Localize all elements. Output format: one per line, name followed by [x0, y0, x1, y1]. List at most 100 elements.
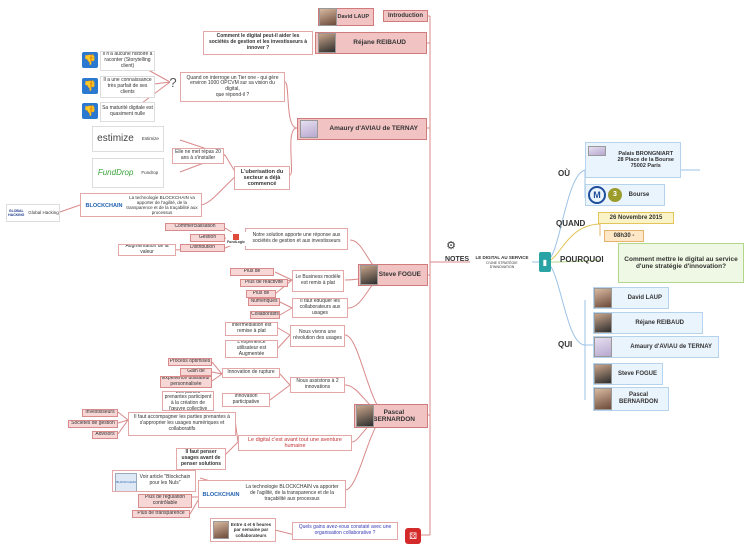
branch-pourquoi[interactable]: POURQUOI: [560, 255, 604, 265]
steve-business[interactable]: Le Business modèle est remis à plat: [292, 270, 344, 292]
amaury-blockchain[interactable]: BLOCKCHAIN La technologie BLOCKCHAIN va …: [80, 193, 202, 217]
pascal-participative[interactable]: Innovation participative: [222, 393, 270, 407]
center-node[interactable]: LE DIGITAL AU SERVICE D'UNE STRATÉGIE D'…: [472, 248, 532, 276]
qui-photo-1: [594, 288, 612, 308]
steve-item-commercialisation[interactable]: Commercialisation: [165, 223, 225, 231]
qui-photo-3: [594, 337, 612, 357]
amaury-photo: [300, 120, 318, 138]
qui-person-1[interactable]: David LAUP: [593, 287, 669, 309]
amaury-quand-interroge[interactable]: Quand on interroge un Tier one - qui gèr…: [180, 72, 285, 102]
estimize-logo: estimize: [97, 133, 134, 145]
pascal-acc-item-3[interactable]: Advisors: [92, 431, 118, 439]
pascal-rupture-item-1[interactable]: Process optimisés: [168, 358, 212, 366]
pascal-bc-item-3[interactable]: Plus de transparence: [132, 510, 190, 518]
steve-eduquer[interactable]: Il faut éduquer les collaborateurs aux u…: [292, 298, 348, 318]
notes-icon[interactable]: ⚙: [446, 239, 456, 252]
qui-photo-2: [594, 313, 612, 333]
pascal-gains-photo: [213, 521, 229, 539]
thumb-text-1[interactable]: Il n'a aucune histoire à raconter (Story…: [100, 51, 155, 71]
palais-photo: [588, 146, 606, 156]
pascal-part-item-1[interactable]: Les parties prenantes participent à la c…: [162, 391, 214, 411]
qui-photo-4: [594, 364, 612, 384]
qui-person-2[interactable]: Réjane REIBAUD: [593, 312, 703, 334]
pascal-bc-item-1[interactable]: BLOCKCHAIN Voir article "Blockchain pour…: [112, 470, 196, 492]
amaury-blockchain-text: La technologie BLOCKCHAIN va apporter de…: [126, 194, 198, 216]
estimize-label: Estimize: [141, 136, 159, 142]
pascal-rupture[interactable]: Innovation de rupture: [222, 368, 280, 378]
pascal-rev-item-1[interactable]: Intermédiation est remise à plat: [225, 322, 278, 336]
pascal-bc-item-2[interactable]: Plus de régulation contrôlable: [138, 494, 192, 508]
steve-item-gestion[interactable]: Gestion: [190, 234, 225, 242]
thumbs-down-icon: 👎: [82, 52, 98, 68]
pascal-rupture-item-2[interactable]: Gain de: [180, 368, 212, 376]
rejane-person[interactable]: Réjane REIBAUD: [315, 32, 427, 54]
metro-icon: M: [588, 186, 606, 204]
pascal-penser[interactable]: Il faut penser usages avant de penser so…: [176, 448, 226, 470]
thumb-text-3[interactable]: Sa maturité digitale est quasiment nulle: [100, 102, 155, 122]
fundrop-card[interactable]: FundDrop Fundrop: [92, 158, 164, 188]
metro-line-icon: 3: [608, 188, 622, 202]
rejane-question[interactable]: Comment le digital peut-il aider les soc…: [203, 31, 313, 55]
pascal-revolution[interactable]: Nous vivons une révolution des usages: [290, 325, 345, 347]
blockchain-logo-icon: BLOCKCHAIN: [202, 491, 240, 498]
lieu-text: Palais BRONGNIART 28 Place de la Bourse …: [617, 150, 674, 170]
steve-biz-item-1[interactable]: Plus de: [230, 268, 274, 276]
metro-card[interactable]: M 3 Bourse: [585, 184, 665, 206]
branch-quand[interactable]: QUAND: [556, 219, 586, 229]
pascal-blockchain[interactable]: BLOCKCHAIN La technologie BLOCKCHAIN va …: [198, 480, 346, 508]
pascal-innovations[interactable]: Nous assistons à 2 innovations: [290, 377, 345, 393]
intro-photo: [319, 8, 337, 26]
steve-photo: [360, 265, 378, 285]
pascal-gains-answer[interactable]: Entre 4 et 6 heures par semaine par coll…: [210, 518, 276, 542]
steve-edu-item-2[interactable]: Collaboratifs: [250, 311, 280, 319]
date-card[interactable]: 26 Novembre 2015: [598, 212, 674, 224]
steve-solution[interactable]: Notre solution apporte une réponse aux s…: [245, 228, 348, 250]
thumbs-down-icon: 👎: [82, 78, 98, 94]
question-head-icon: ?: [169, 74, 177, 90]
pascal-photo: [356, 405, 374, 427]
intro-label[interactable]: Introduction: [383, 10, 428, 22]
heure-card[interactable]: 08h30 -: [604, 230, 644, 242]
dice-icon: ⚄: [405, 528, 421, 544]
qui-photo-5: [594, 388, 612, 410]
branch-ou[interactable]: OÙ: [558, 169, 570, 179]
global-hacking-card[interactable]: GLOBAL HACKING Global Hacking: [6, 204, 60, 222]
amaury-metropoles[interactable]: Elle ne met répas 20 ans à s'installer: [172, 148, 224, 164]
fundlogic-logo: FundLogic: [226, 232, 246, 246]
notes-label[interactable]: NOTES: [444, 255, 470, 263]
fundlogic-icon: [233, 233, 239, 240]
pascal-gains-question[interactable]: Quels gains avez-vous constaté avec une …: [292, 522, 398, 540]
pascal-rev-item-2[interactable]: L'expérience utilisateur est Augmentée: [225, 340, 278, 358]
news-thumbnail-icon: BLOCKCHAIN: [115, 473, 137, 491]
global-hacking-label: Global Hacking: [28, 210, 59, 216]
metro-text: Bourse: [628, 191, 650, 198]
steve-edu-item-1[interactable]: Numériques: [248, 298, 280, 306]
phone-icon: ▮: [539, 252, 551, 272]
qui-person-3[interactable]: Amaury d'AVIAU de TERNAY: [593, 336, 719, 358]
blockchain-logo-icon: BLOCKCHAIN: [85, 202, 123, 209]
steve-augmentation[interactable]: Augmentation de la valeur: [118, 244, 176, 256]
rejane-photo: [318, 33, 336, 53]
center-subtitle: D'UNE STRATÉGIE: [486, 260, 518, 265]
branch-qui[interactable]: QUI: [558, 340, 573, 350]
pascal-acc-item-1[interactable]: Investisseurs: [82, 409, 118, 417]
pascal-rupture-item-3[interactable]: Expérience utilisateur personnalisée: [160, 376, 212, 388]
amaury-uberisation[interactable]: L'uberisation du secteur a déjà commencé: [234, 166, 290, 190]
center-subtitle2: D'INNOVATION: [489, 264, 515, 269]
pascal-accompagner[interactable]: Il faut accompagner les parties prenante…: [128, 412, 236, 436]
steve-biz-item-3[interactable]: Plus de: [246, 290, 276, 298]
thumbs-down-icon: 👎: [82, 103, 98, 119]
pascal-digital-aventure[interactable]: Le digital c'est avant tout une aventure…: [238, 435, 352, 451]
center-title: LE DIGITAL AU SERVICE: [475, 255, 529, 261]
steve-item-distribution[interactable]: Distribution: [180, 244, 225, 252]
amaury-person[interactable]: Amaury d'AVIAU de TERNAY: [297, 118, 427, 140]
fundrop-label: Fundrop: [141, 170, 159, 176]
fundrop-logo: FundDrop: [97, 168, 134, 178]
global-hacking-logo: GLOBAL HACKING: [8, 208, 25, 217]
pourquoi-card[interactable]: Comment mettre le digital au service d'u…: [618, 243, 744, 283]
pascal-blockchain-text: La technologie BLOCKCHAIN va apporter de…: [245, 484, 339, 502]
estimize-card[interactable]: estimize Estimize: [92, 126, 164, 152]
pascal-acc-item-2[interactable]: Sociétés de gestion: [68, 420, 118, 428]
thumb-text-2[interactable]: Il a une connaissance très parfait de se…: [100, 76, 155, 98]
steve-biz-item-2[interactable]: Plus de réactivité: [240, 279, 288, 287]
